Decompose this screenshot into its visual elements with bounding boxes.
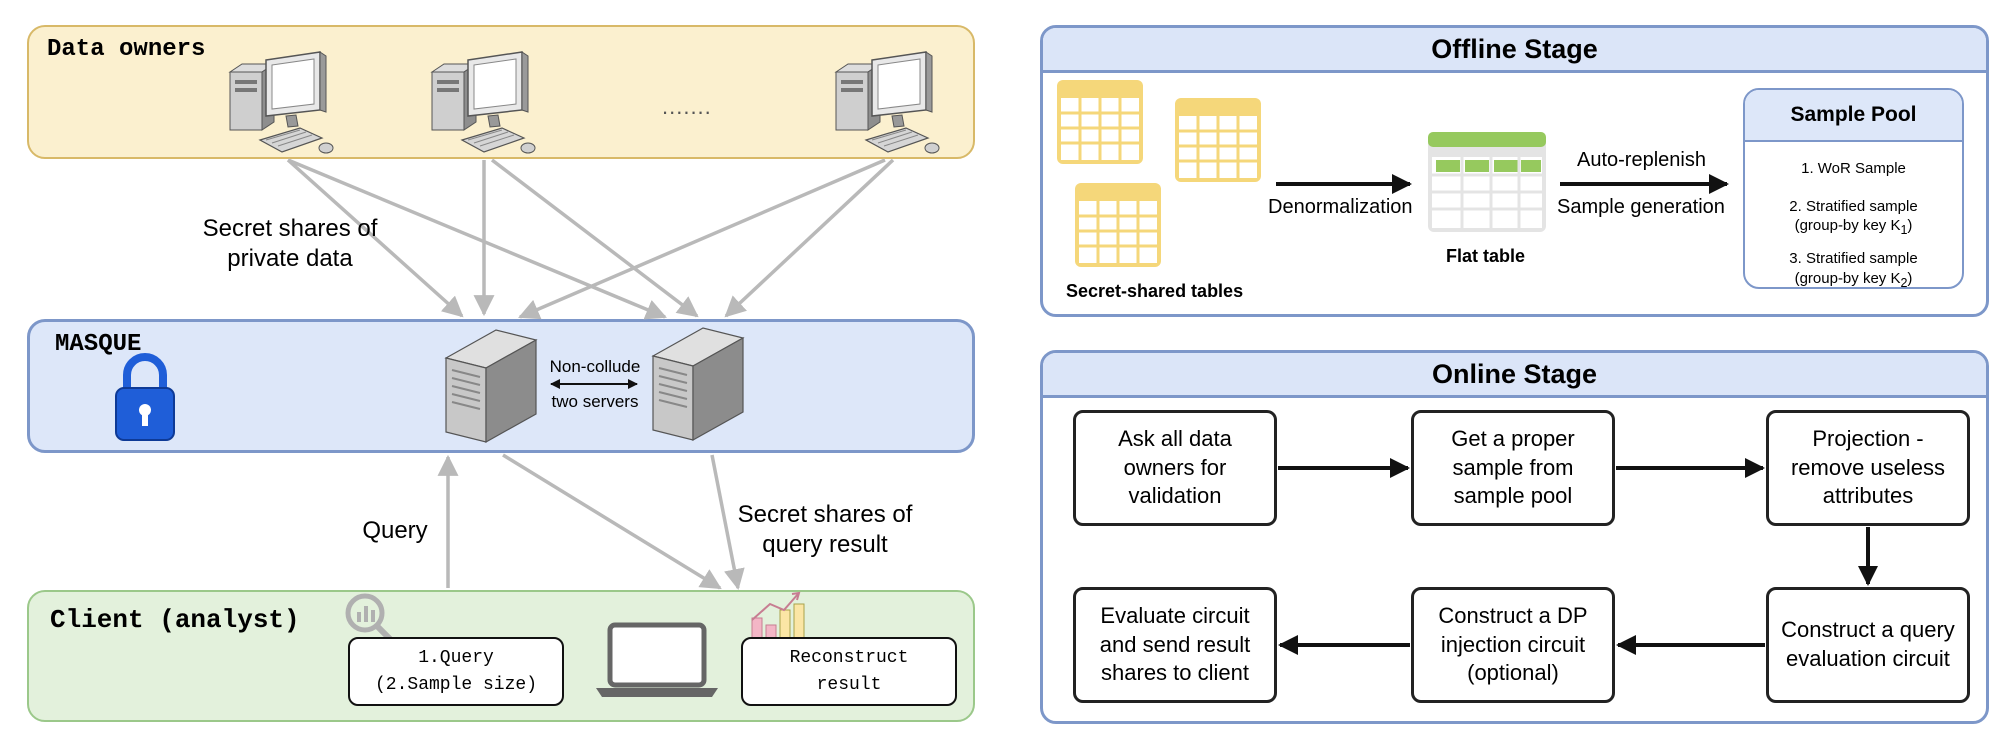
pool-item-stratified-2-key: (group-by key K2)	[1794, 269, 1913, 289]
laptop-icon	[596, 622, 718, 697]
query-input-box[interactable]: 1.Query (2.Sample size)	[348, 637, 564, 706]
pool-item-stratified-1-key: (group-by key K1)	[1794, 217, 1913, 237]
data-owners-title: Data owners	[47, 36, 206, 63]
masque-title: MASQUE	[55, 331, 142, 358]
auto-replenish-label: Auto-replenish	[1577, 149, 1706, 171]
sample-pool-box: Sample Pool 1. WoR Sample 2. Stratified …	[1743, 88, 1964, 289]
non-collude-label: Non-collude two servers	[549, 357, 641, 412]
ellipsis: .......	[662, 94, 712, 119]
client-title: Client (analyst)	[50, 605, 300, 635]
query-result-shares-label: Secret shares of query result	[737, 501, 913, 558]
pool-item-stratified-1: 2. Stratified sample	[1789, 197, 1918, 215]
reconstruct-result-box[interactable]: Reconstruct result	[741, 637, 957, 706]
online-stage-title: Online Stage	[1043, 353, 1986, 398]
lock-icon	[115, 353, 175, 441]
sample-generation-label: Sample generation	[1557, 196, 1725, 218]
query-label: Query	[362, 517, 428, 544]
shares-private-data-label: Secret shares of private data	[202, 215, 378, 272]
flat-table-icon	[1428, 132, 1546, 232]
sample-pool-title: Sample Pool	[1745, 90, 1962, 142]
denormalization-label: Denormalization	[1268, 196, 1413, 218]
offline-stage-title: Offline Stage	[1043, 28, 1986, 73]
flat-table-label: Flat table	[1446, 246, 1526, 266]
pool-item-wor: 1. WoR Sample	[1801, 160, 1906, 177]
pool-item-stratified-2: 3. Stratified sample	[1789, 250, 1918, 268]
secret-shared-tables-label: Secret-shared tables	[1066, 281, 1244, 301]
